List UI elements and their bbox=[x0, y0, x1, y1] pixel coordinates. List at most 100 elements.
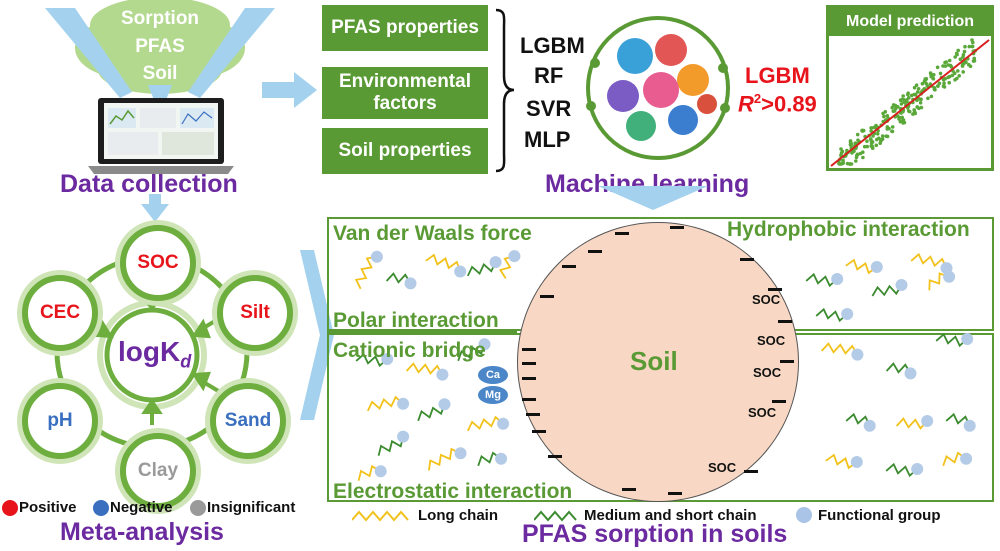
meta-analysis-title: Meta-analysis bbox=[60, 518, 224, 546]
negative-charge bbox=[615, 232, 629, 235]
scatter-point bbox=[957, 74, 961, 78]
ca-ion-label: Ca bbox=[485, 369, 501, 381]
pfas-chain bbox=[942, 451, 967, 467]
scatter-point bbox=[884, 134, 889, 138]
scatter-point bbox=[915, 90, 920, 94]
functional-group bbox=[495, 452, 508, 465]
functional-group bbox=[454, 265, 467, 278]
scatter-point bbox=[953, 55, 957, 59]
polar-divider bbox=[327, 331, 517, 333]
functional-group bbox=[381, 353, 394, 365]
scatter-point bbox=[875, 132, 880, 136]
legend-functional-group-dot bbox=[796, 507, 812, 523]
model-prediction-title: Model prediction bbox=[829, 8, 991, 36]
center-logk-sub: d bbox=[180, 351, 192, 372]
scatter-point bbox=[924, 77, 929, 81]
scatter-point bbox=[972, 56, 976, 61]
brace-icon bbox=[495, 8, 515, 173]
functional-group bbox=[870, 261, 883, 273]
functional-group bbox=[841, 308, 854, 320]
scatter-point bbox=[906, 91, 910, 95]
scatter-point bbox=[900, 97, 904, 102]
environmental-factors-box: Environmental factors bbox=[322, 67, 488, 119]
pfas-chain bbox=[815, 307, 848, 323]
scatter-point bbox=[887, 126, 891, 131]
soil-particle bbox=[517, 222, 799, 502]
functional-group bbox=[438, 398, 451, 411]
model-lgbm: LGBM bbox=[520, 33, 585, 58]
negative-charge bbox=[526, 413, 540, 416]
scatter-point bbox=[962, 49, 967, 54]
scatter-point bbox=[967, 44, 972, 49]
functional-group bbox=[404, 277, 417, 290]
scatter-point bbox=[912, 85, 917, 90]
scatter-point bbox=[838, 162, 842, 166]
r2-value: R2>0.89 bbox=[738, 91, 817, 117]
soc-label: SOC bbox=[708, 460, 737, 475]
legend-insignificant-dot bbox=[190, 500, 206, 516]
negative-charge bbox=[768, 288, 782, 291]
legend-positive-label: Positive bbox=[19, 499, 77, 516]
center-logkd: logKd bbox=[118, 336, 191, 373]
functional-group bbox=[831, 273, 844, 285]
pfas-chain bbox=[945, 412, 971, 427]
soc-label: SOC bbox=[757, 333, 786, 348]
scatter-point bbox=[920, 81, 925, 86]
pfas-chain bbox=[895, 417, 928, 430]
node-ph: pH bbox=[22, 383, 98, 459]
scatter-point bbox=[874, 123, 878, 128]
node-clay: Clay bbox=[120, 433, 196, 509]
functional-group bbox=[374, 465, 387, 478]
functional-group bbox=[478, 338, 491, 351]
scatter-point bbox=[963, 44, 967, 49]
scatter-point bbox=[955, 76, 959, 81]
functional-group bbox=[436, 368, 449, 381]
functional-group bbox=[911, 463, 924, 475]
pfas-chain bbox=[845, 412, 871, 427]
soil-properties-box: Soil properties bbox=[322, 128, 488, 174]
laptop-icon bbox=[88, 98, 234, 174]
scatter-point bbox=[895, 114, 900, 118]
pfas-chain bbox=[910, 252, 948, 269]
scatter-point bbox=[961, 70, 965, 74]
soil-properties-label: Soil properties bbox=[338, 140, 472, 162]
scatter-point bbox=[870, 144, 875, 149]
pfas-chain bbox=[885, 362, 912, 374]
scatter-point bbox=[890, 105, 894, 110]
negative-charge bbox=[548, 455, 562, 458]
scatter-point bbox=[856, 138, 860, 142]
scatter-point bbox=[943, 76, 947, 81]
functional-group bbox=[508, 250, 521, 263]
functional-group bbox=[904, 367, 917, 380]
legend-long-chain-icon bbox=[352, 510, 409, 522]
functional-group bbox=[960, 452, 973, 465]
scatter-point bbox=[942, 81, 946, 86]
scatter-point bbox=[841, 161, 845, 166]
prediction-scatter-plot bbox=[830, 38, 990, 167]
scatter-point bbox=[880, 134, 885, 138]
model-mlp: MLP bbox=[524, 127, 571, 152]
scatter-point bbox=[907, 96, 911, 100]
pfas-chain bbox=[845, 258, 878, 275]
scatter-point bbox=[947, 80, 951, 85]
pfas-chain bbox=[498, 255, 515, 279]
scatter-point bbox=[943, 60, 947, 65]
arrow-right-icon bbox=[262, 72, 317, 108]
cloud-label-soil: Soil bbox=[142, 63, 178, 84]
scatter-point bbox=[936, 84, 940, 88]
pfas-chain bbox=[366, 395, 404, 412]
scatter-point bbox=[890, 129, 895, 134]
scatter-point bbox=[861, 128, 866, 133]
data-cloud bbox=[45, 0, 275, 100]
functional-group bbox=[397, 430, 410, 443]
scatter-point bbox=[960, 64, 965, 68]
scatter-point bbox=[841, 158, 845, 163]
scatter-point bbox=[938, 71, 943, 76]
scatter-point bbox=[901, 94, 905, 98]
scatter-point bbox=[952, 71, 957, 76]
legend-long-chain-label: Long chain bbox=[418, 507, 498, 524]
scatter-point bbox=[890, 125, 895, 129]
scatter-point bbox=[906, 109, 911, 113]
legend-short-chain-label: Medium and short chain bbox=[584, 507, 757, 524]
functional-group bbox=[397, 397, 410, 410]
